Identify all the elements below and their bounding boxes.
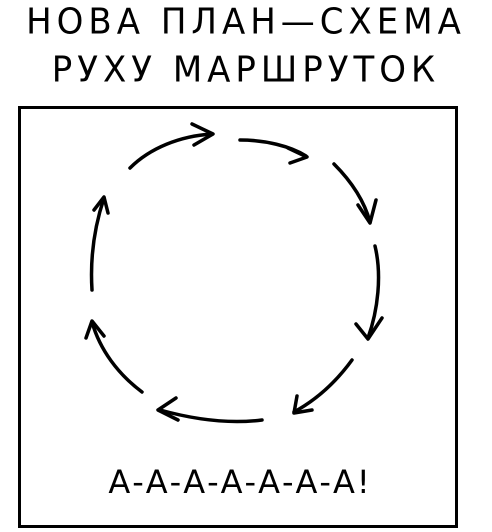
scream-caption: А-А-А-А-А-А-А!	[108, 463, 372, 501]
title-line-2: РУХУ МАРШРУТОК	[51, 49, 441, 91]
title-line-1: НОВА ПЛАН—СХЕМА	[26, 1, 466, 43]
diagram-frame	[18, 106, 458, 528]
